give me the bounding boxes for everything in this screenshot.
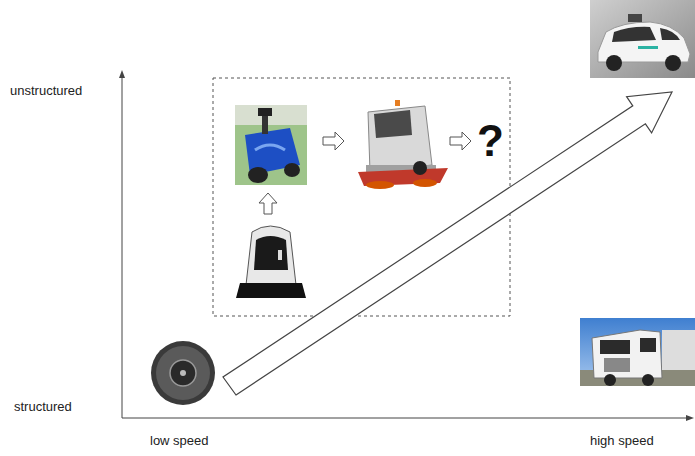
axes [119,70,694,421]
dashed-group [213,78,510,316]
outdoor-robot-photo [235,105,307,185]
axis-label: high speed [590,433,654,449]
flow-arrows [259,132,471,214]
axis-label: unstructured [10,83,82,99]
axis-label: structured [14,399,72,415]
question-mark: ? [477,119,504,163]
cleaning-robot-photo [236,226,306,298]
axis-label: low speed [150,433,209,449]
autonomous-truck-photo [580,318,695,386]
robot-vacuum-photo [151,341,215,405]
progress-arrow [223,92,672,395]
robotaxi-photo [590,0,695,78]
street-sweeper-photo [358,100,448,189]
